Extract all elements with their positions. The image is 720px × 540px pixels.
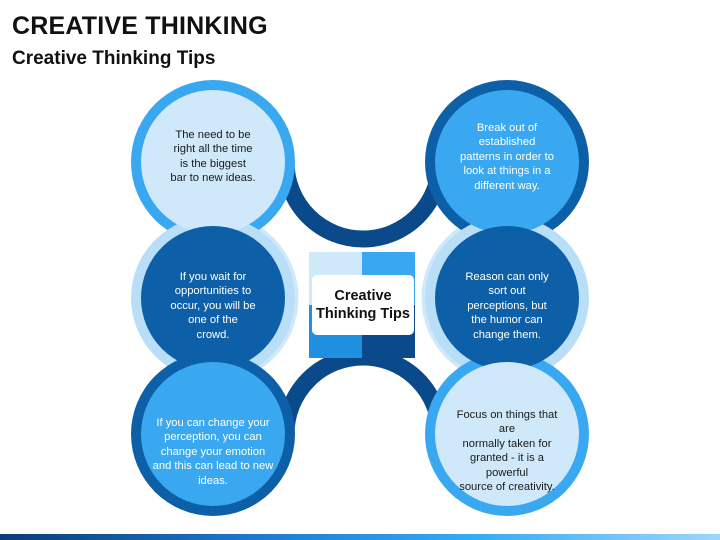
- tip-top-left-text: The need to be right all the time is the…: [170, 129, 256, 185]
- tip-bottom-right-text: Focus on things that are normally taken …: [456, 409, 558, 494]
- circle-middle-left: [141, 226, 285, 370]
- circle-top-right: [435, 90, 579, 234]
- circle-bottom-left: [141, 362, 285, 506]
- tip-top-right-text: Break out of established patterns in ord…: [460, 122, 554, 192]
- connector-arc-top: [277, 161, 449, 248]
- tip-bottom-left-text: If you can change your perception, you c…: [152, 417, 274, 487]
- tip-middle-right-text: Reason can only sort out perceptions, bu…: [465, 271, 549, 341]
- slide-title: CREATIVE THINKING: [12, 12, 268, 40]
- connector-arc-bottom: [277, 348, 449, 435]
- center-label: Creative Thinking Tips: [312, 275, 414, 335]
- circle-top-left: [141, 90, 285, 234]
- circle-bottom-right: [435, 362, 579, 506]
- slide-subtitle: Creative Thinking Tips: [12, 48, 216, 69]
- tip-middle-left-text: If you wait for opportunities to occur, …: [170, 271, 256, 341]
- bottom-accent-bar: [0, 534, 720, 540]
- circle-middle-right: [435, 226, 579, 370]
